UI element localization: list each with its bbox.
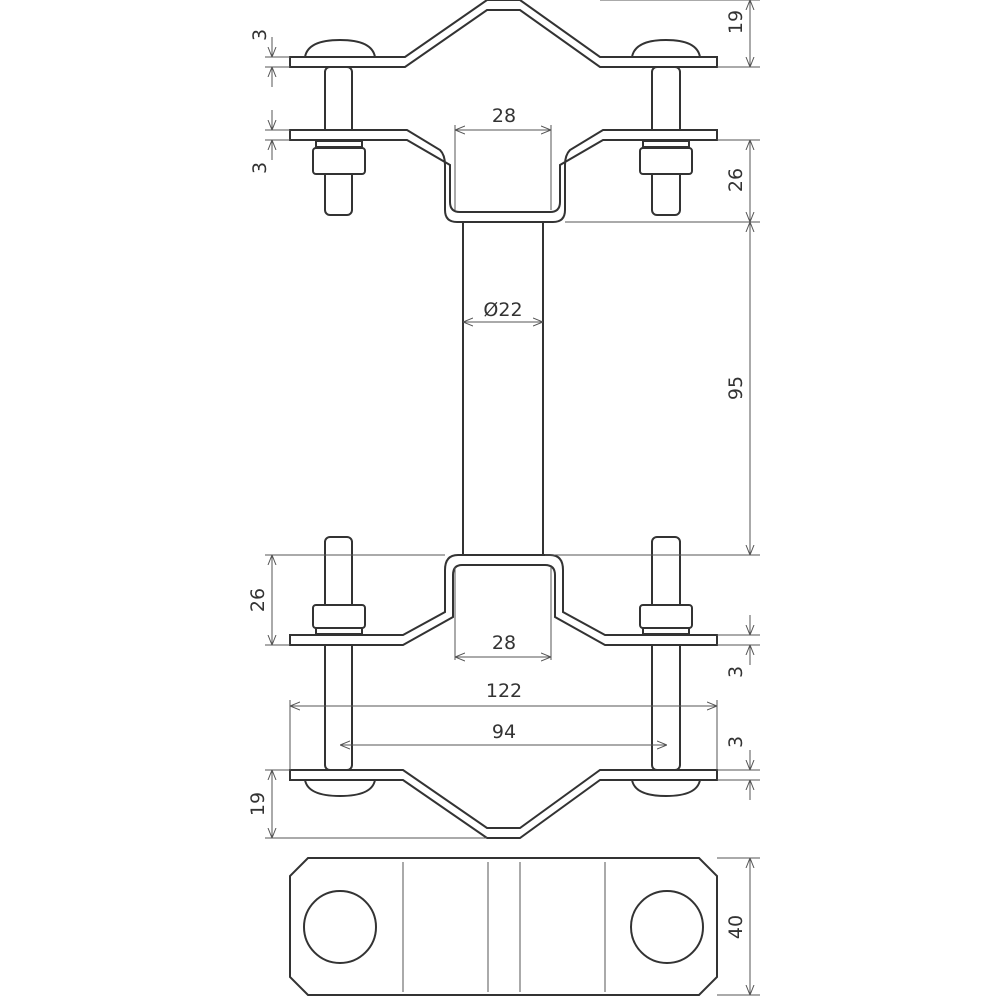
- bolt-head-bottom-left: [303, 779, 377, 798]
- washer-bottom-right: [642, 627, 690, 635]
- bottom-bracket: [289, 536, 718, 839]
- dim-plate-width: 40: [725, 915, 747, 939]
- bolt-head-top-right: [630, 38, 702, 58]
- nut-top-left: [312, 147, 366, 175]
- nut-bottom-right: [639, 604, 693, 629]
- dim-bottom-strap-lower: 3: [725, 736, 747, 748]
- bolt-bottom-right: [651, 536, 681, 771]
- bottom-lower-strap: [289, 769, 718, 839]
- dim-bolt-spacing: 94: [492, 721, 516, 743]
- dim-top-pipe-width: 28: [492, 105, 516, 127]
- dim-bottom-u-depth: 26: [247, 588, 269, 612]
- dim-bottom-pipe-width: 28: [492, 632, 516, 654]
- washer-top-right: [642, 140, 690, 148]
- nut-top-right: [639, 147, 693, 175]
- extension-lines: [265, 0, 760, 996]
- top-outer-strap: [289, 0, 718, 68]
- dimension-labels: 19 26 95 3 3 40 3 3 26 19 28 Ø22 28 122 …: [247, 10, 747, 939]
- bolt-hole-right: [630, 890, 704, 964]
- base-plate: [289, 857, 718, 996]
- dimension-lines: [272, 0, 750, 995]
- dim-top-strap: 3: [249, 29, 271, 41]
- top-inner-strap: [289, 129, 718, 223]
- dim-top-height: 19: [725, 10, 747, 34]
- top-bracket: [289, 0, 718, 223]
- dim-rod-length: 95: [725, 376, 747, 400]
- dim-overall-width: 122: [486, 680, 522, 702]
- dim-top-lower-strap: 3: [249, 162, 271, 174]
- bolt-hole-left: [303, 890, 377, 964]
- bolt-bottom-left: [324, 536, 353, 771]
- spacer-rod: [462, 221, 544, 556]
- bolt-head-top-left: [303, 38, 377, 58]
- washer-bottom-left: [315, 627, 363, 635]
- dim-rod-diameter: Ø22: [483, 299, 522, 321]
- dim-top-u-depth: 26: [725, 168, 747, 192]
- bolt-head-bottom-right: [630, 779, 702, 798]
- dim-bottom-strap-upper: 3: [725, 666, 747, 678]
- dim-bottom-height: 19: [247, 792, 269, 816]
- washer-top-left: [315, 140, 363, 148]
- nut-bottom-left: [312, 604, 366, 629]
